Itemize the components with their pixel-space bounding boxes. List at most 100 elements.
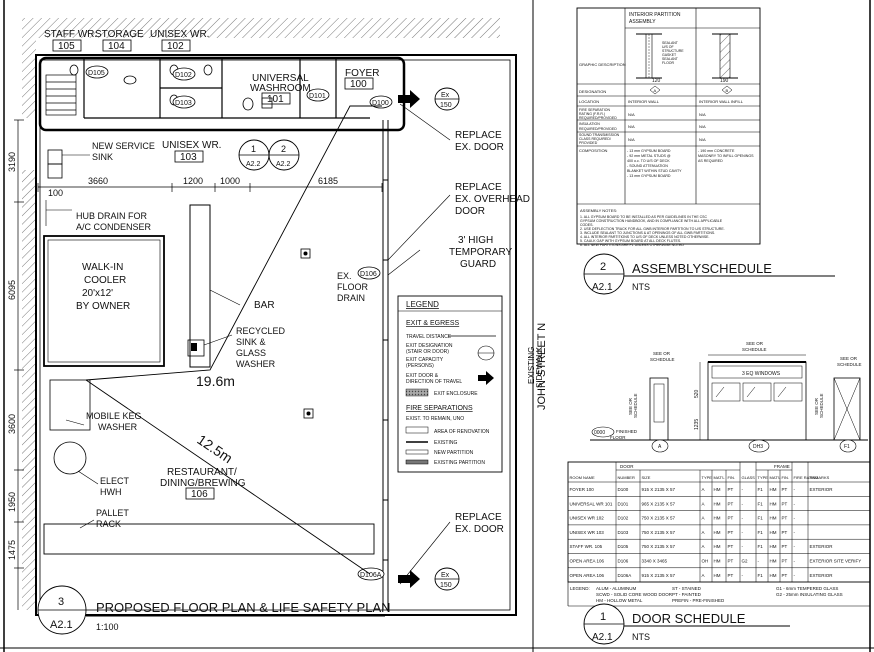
callout-2-num: 2	[281, 144, 286, 154]
assembly-row-designation: DESIGNATION	[579, 89, 606, 94]
ds-cell-3-1: D103	[618, 530, 629, 535]
ds-legend-b-1: PT - PAINTED	[672, 592, 702, 597]
assembly-row-graphic: GRAPHIC DESCRIPTION	[579, 62, 626, 67]
ds-cell-0-9: PT	[782, 487, 788, 492]
callout-1-num: 1	[251, 144, 256, 154]
note-replace-door-b1: REPLACE	[455, 512, 502, 523]
room-label-unisex-wr2: UNISEX WR.	[162, 140, 221, 151]
legend-new-partition: NEW PARTITION	[434, 450, 474, 456]
door-elevations: SEE OR SCHEDULE SEE OR SCHEDULE SEE OR S…	[590, 341, 868, 453]
ds-cell-2-10: -	[794, 516, 796, 521]
ds-cell-5-11: EXTERIOR SITE VERIFY	[810, 559, 862, 564]
assembly-row-location: LOCATION	[579, 99, 599, 104]
ds-cell-3-10: -	[794, 530, 796, 535]
dim-left-a: 3190	[7, 152, 17, 172]
ds-cell-3-9: PT	[782, 530, 788, 535]
assembly-title: ASSEMBLYSCHEDULE	[632, 261, 772, 276]
ds-header-4: MAT'L	[714, 475, 726, 480]
ds-number: 1	[600, 611, 606, 623]
ds-cell-0-5: PT	[728, 487, 734, 492]
assembly-row-composition: COMPOSITION	[579, 148, 608, 153]
note-cooler-1: WALK-IN	[82, 262, 123, 273]
room-label-restaurant-1: RESTAURANT/	[167, 467, 237, 478]
ds-header-0: ROOM NAME	[570, 475, 595, 480]
note-guard-1: 3' HIGH	[458, 235, 493, 246]
note-guard-2: TEMPORARY	[449, 247, 512, 258]
ds-cell-2-2: 750 X 2135 X 57	[642, 516, 676, 521]
legend: LEGEND EXIT & EGRESS TRAVEL DISTANCE EXI…	[397, 295, 503, 473]
room-label-restaurant-2: DINING/BREWING	[160, 478, 246, 489]
ds-legend-b-2: PREFIN - PRE-FINISHED	[672, 598, 725, 603]
room-no-restaurant: 106	[191, 489, 208, 500]
ds-cell-4-7: F1	[758, 544, 764, 549]
exit-cap-top: 150	[440, 102, 452, 109]
room-no-storage: 104	[108, 41, 125, 52]
exit-arrow-top: Ex 150	[398, 87, 460, 111]
door-tag-d101: D101	[309, 93, 326, 100]
note-keg-1: MOBILE KEG	[86, 411, 142, 421]
door-tag-d105: D105	[88, 70, 105, 77]
assembly-note-1: GYPSUM CONSTRUCTION HANDBOOK, AND IN COM…	[580, 219, 723, 223]
room-label-foyer: FOYER	[345, 68, 379, 79]
elev-see-a-1: SEE OR	[653, 351, 671, 356]
assembly-col-head-1: INTERIOR PARTITION	[629, 12, 681, 18]
assembly-note-4: 3. INCLUDE SEALANT TO JUNCTIONS & AT OPE…	[580, 231, 715, 235]
ds-cell-5-3: OH	[702, 559, 709, 564]
assembly-fire-a: N/A	[628, 112, 635, 117]
assembly-designation-b: B	[726, 88, 729, 93]
assembly-location-b: INTERIOR WALL INFILL	[699, 99, 744, 104]
ds-header-5: FIN.	[728, 475, 736, 480]
ds-cell-5-1: D106	[618, 559, 629, 564]
note-replace-overhead-1: REPLACE	[455, 182, 502, 193]
assembly-scale: NTS	[632, 282, 650, 292]
door-tag-d106a: D106A	[360, 572, 382, 579]
note-service-sink-2: SINK	[92, 152, 113, 162]
elev-dim-b: 1235	[694, 419, 700, 430]
assembly-comp-b-0: - 190 mm CONCRETE	[698, 149, 735, 153]
elev-finished-1: FINISHED	[616, 429, 638, 434]
ds-cell-2-3: A	[702, 516, 705, 521]
door-tag-d103: D103	[175, 100, 192, 107]
ds-cell-3-8: HM	[770, 530, 777, 535]
assembly-designation-a: A	[654, 88, 657, 93]
note-recycled-3: GLASS	[236, 348, 266, 358]
dim-left-b: 6095	[7, 280, 17, 300]
room-no-staff-wr: 105	[58, 41, 75, 52]
elev-finished-2: FLOOR	[610, 435, 626, 440]
door-tag-d100: D100	[372, 100, 389, 107]
note-cooler-3: 20'x12'	[82, 288, 113, 299]
room-label-staff-wr: STAFF WR.	[44, 29, 97, 40]
elev-see-a-side-2: SCHEDULE	[633, 393, 638, 418]
assembly-sound-b: N/A	[699, 137, 706, 142]
door-tag-d102: D102	[175, 72, 192, 79]
assembly-row-fire-1: FIRE SEPARATION	[579, 108, 610, 112]
room-label-unisex-wr: UNISEX WR.	[150, 29, 209, 40]
note-replace-door-1: REPLACE	[455, 130, 502, 141]
assembly-sheet: A2.1	[592, 282, 613, 293]
travel-distance-1: 19.6m	[196, 373, 235, 389]
ds-cell-2-6: -	[742, 516, 744, 521]
ds-cell-1-6: -	[742, 501, 744, 506]
assembly-comp-a-1: - 92 mm METAL STUDS @	[627, 154, 671, 158]
ds-cell-1-4: HM	[714, 501, 721, 506]
ds-header-11: REMARKS	[810, 475, 830, 480]
ds-cell-6-0: OPEN AREA 106	[570, 573, 605, 578]
elev-see-side-2: SCHEDULE	[819, 393, 824, 418]
dim-left-d: 1950	[7, 492, 17, 512]
ds-header-2: SIZE	[642, 475, 651, 480]
ds-cell-0-10: -	[794, 487, 796, 492]
note-service-sink-1: NEW SERVICE	[92, 141, 155, 151]
assembly-comp-b-1: MASONRY TO INFILL OPENINGS	[698, 154, 754, 158]
assembly-note-2: CODES.	[580, 223, 593, 227]
assembly-graphic-dim2: 190	[720, 78, 729, 84]
floor-plan-sheet: A2.1	[50, 619, 73, 631]
legend-capacity-2: (PERSONS)	[406, 363, 434, 369]
ds-cell-6-3: A	[702, 573, 705, 578]
ds-cell-0-6: -	[742, 487, 744, 492]
assembly-comp-a-4: BLANKET WITHIN STUD CAVITY	[627, 169, 682, 173]
note-replace-door-b2: EX. DOOR	[455, 524, 504, 535]
note-hub-drain-1: HUB DRAIN FOR	[76, 211, 148, 221]
ds-cell-1-7: F1	[758, 501, 764, 506]
